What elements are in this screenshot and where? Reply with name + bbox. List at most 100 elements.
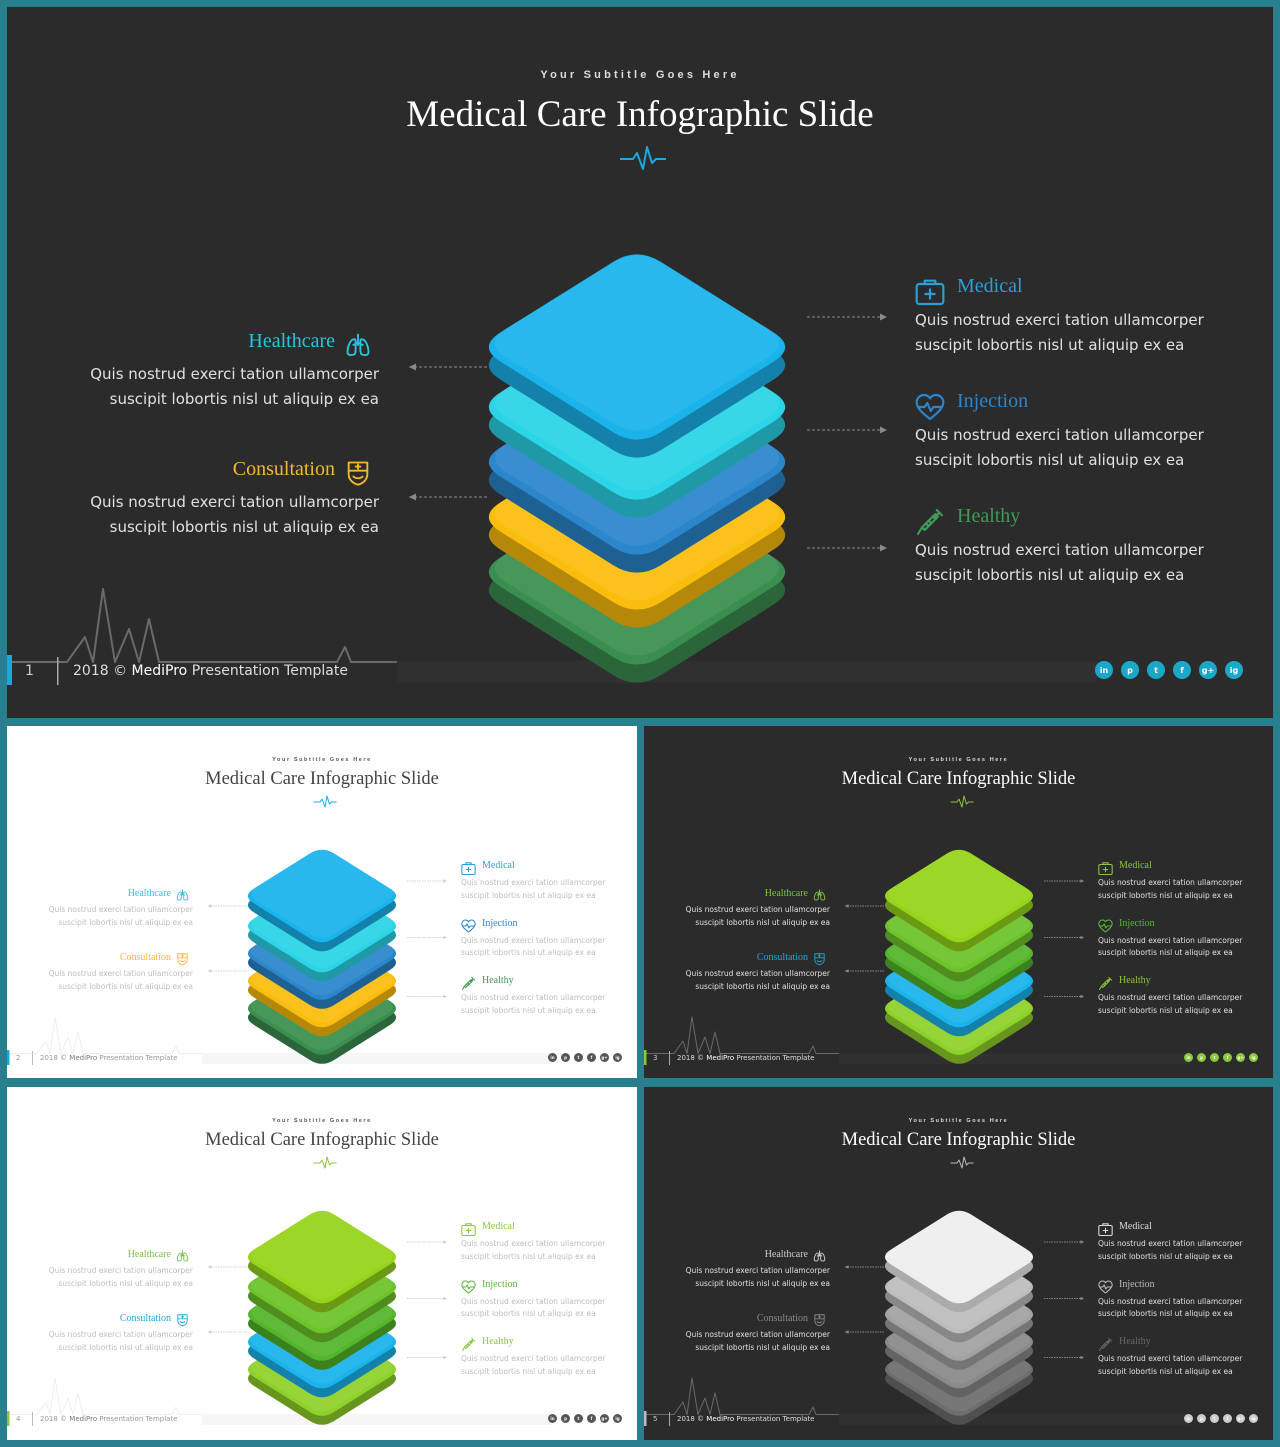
- footer-year: 2018 ©: [677, 1415, 705, 1423]
- connector-arrow: [407, 1355, 447, 1360]
- description-medical-line1: Quis nostrud exerci tation ullamcorper: [915, 311, 1204, 329]
- twitter-icon[interactable]: t: [1147, 661, 1165, 679]
- description-healthcare-line1: Quis nostrud exerci tation ullamcorper: [685, 1266, 830, 1275]
- footer-brand: MediPro: [69, 1415, 98, 1423]
- label-injection: Injection: [1119, 1278, 1155, 1290]
- description-consultation-line2: suscipit lobortis nisl ut aliquip ex ea: [695, 981, 830, 991]
- title-pulse-icon: [950, 795, 974, 808]
- connector-arrow: [845, 969, 884, 973]
- nurse-icon: [347, 461, 369, 486]
- description-consultation-line1: Quis nostrud exerci tation ullamcorper: [48, 1330, 193, 1339]
- footer-year: 2018 ©: [73, 663, 128, 679]
- heartbeat-decoration: [7, 1377, 202, 1415]
- footer-year: 2018 ©: [677, 1054, 705, 1062]
- facebook-icon[interactable]: f: [1173, 661, 1191, 679]
- facebook-icon[interactable]: f: [587, 1053, 596, 1062]
- footer-copyright: 2018 © MediPro Presentation Template: [40, 1054, 178, 1062]
- instagram-icon[interactable]: ig: [613, 1414, 622, 1423]
- connector-arrow: [208, 1330, 247, 1334]
- heartbeat-decoration: [7, 588, 397, 663]
- description-consultation-line1: Quis nostrud exerci tation ullamcorper: [48, 969, 193, 978]
- infographic-canvas: [644, 795, 1189, 1065]
- pinterest-icon[interactable]: p: [561, 1053, 570, 1062]
- label-medical: Medical: [1119, 1221, 1152, 1232]
- linkedin-icon[interactable]: in: [1184, 1053, 1193, 1062]
- label-consultation: Consultation: [119, 1312, 171, 1324]
- title-pulse-icon: [313, 795, 337, 808]
- label-healthy: Healthy: [1119, 1336, 1151, 1347]
- slide-title: Medical Care Infographic Slide: [841, 769, 1076, 789]
- twitter-icon[interactable]: t: [1210, 1414, 1219, 1423]
- title-pulse-icon: [313, 1156, 337, 1169]
- label-consultation: Consultation: [232, 458, 335, 480]
- connector-arrow: [208, 1265, 247, 1269]
- footer-accent-bar: [644, 1050, 647, 1065]
- connector-arrow: [1044, 879, 1084, 883]
- facebook-icon[interactable]: f: [1223, 1414, 1232, 1423]
- slide-title: Medical Care Infographic Slide: [841, 1130, 1076, 1150]
- description-consultation-line2: suscipit lobortis nisl ut aliquip ex ea: [58, 1342, 193, 1352]
- connector-arrow: [208, 904, 247, 908]
- footer-accent-bar: [7, 655, 12, 685]
- pinterest-icon[interactable]: p: [561, 1414, 570, 1423]
- facebook-icon[interactable]: f: [587, 1414, 596, 1423]
- slide-number: 4: [16, 1415, 21, 1423]
- label-healthy: Healthy: [1119, 975, 1151, 986]
- google-plus-icon[interactable]: g+: [1236, 1414, 1245, 1423]
- description-healthy-line1: Quis nostrud exerci tation ullamcorper: [461, 1354, 606, 1363]
- facebook-icon[interactable]: f: [1223, 1053, 1232, 1062]
- linkedin-icon[interactable]: in: [1095, 661, 1113, 679]
- google-plus-icon[interactable]: g+: [1236, 1053, 1245, 1062]
- google-plus-icon[interactable]: g+: [1199, 661, 1217, 679]
- description-medical-line1: Quis nostrud exerci tation ullamcorper: [1098, 878, 1243, 887]
- slide-number: 3: [653, 1054, 658, 1062]
- slide-number: 2: [16, 1054, 21, 1062]
- label-injection: Injection: [482, 1278, 518, 1290]
- description-healthcare-line1: Quis nostrud exerci tation ullamcorper: [90, 365, 379, 383]
- heartbeat-decoration: [644, 1377, 839, 1415]
- heart-pulse-icon: [1098, 1280, 1113, 1294]
- linkedin-icon[interactable]: in: [1184, 1414, 1193, 1423]
- infographic-canvas: [7, 795, 552, 1065]
- twitter-icon[interactable]: t: [574, 1053, 583, 1062]
- linkedin-icon[interactable]: in: [548, 1414, 557, 1423]
- linkedin-icon[interactable]: in: [548, 1053, 557, 1062]
- footer-year: 2018 ©: [40, 1415, 68, 1423]
- title-pulse-icon: [950, 1156, 974, 1169]
- instagram-icon[interactable]: ig: [613, 1053, 622, 1062]
- pinterest-icon[interactable]: p: [1197, 1053, 1206, 1062]
- footer-copyright: 2018 © MediPro Presentation Template: [677, 1415, 815, 1423]
- label-healthcare: Healthcare: [764, 1248, 808, 1260]
- twitter-icon[interactable]: t: [574, 1414, 583, 1423]
- description-healthcare-line1: Quis nostrud exerci tation ullamcorper: [685, 905, 830, 914]
- label-injection: Injection: [482, 917, 518, 929]
- pinterest-icon[interactable]: p: [1121, 661, 1139, 679]
- twitter-icon[interactable]: t: [1210, 1053, 1219, 1062]
- instagram-icon[interactable]: ig: [1225, 661, 1243, 679]
- connector-arrow: [845, 1330, 884, 1334]
- instagram-icon[interactable]: ig: [1249, 1053, 1258, 1062]
- label-healthcare: Healthcare: [127, 1248, 171, 1260]
- connector-arrow: [807, 426, 887, 434]
- connector-arrow: [407, 935, 447, 940]
- syringe-icon: [461, 976, 476, 991]
- description-medical-line2: suscipit lobortis nisl ut aliquip ex ea: [461, 890, 596, 900]
- slide-title: Medical Care Infographic Slide: [406, 94, 874, 135]
- footer-separator: [57, 657, 59, 685]
- description-healthy-line1: Quis nostrud exerci tation ullamcorper: [1098, 993, 1243, 1002]
- description-healthcare-line2: suscipit lobortis nisl ut aliquip ex ea: [695, 917, 830, 927]
- footer-separator: [669, 1412, 670, 1426]
- pinterest-icon[interactable]: p: [1197, 1414, 1206, 1423]
- label-medical: Medical: [482, 1221, 515, 1232]
- instagram-icon[interactable]: ig: [1249, 1414, 1258, 1423]
- google-plus-icon[interactable]: g+: [600, 1414, 609, 1423]
- stack-layer-5: [488, 254, 786, 458]
- lungs-icon: [346, 333, 370, 356]
- description-healthcare-line2: suscipit lobortis nisl ut aliquip ex ea: [58, 1278, 193, 1288]
- google-plus-icon[interactable]: g+: [600, 1053, 609, 1062]
- medical-kit-icon: [915, 279, 945, 306]
- footer-separator: [32, 1412, 33, 1426]
